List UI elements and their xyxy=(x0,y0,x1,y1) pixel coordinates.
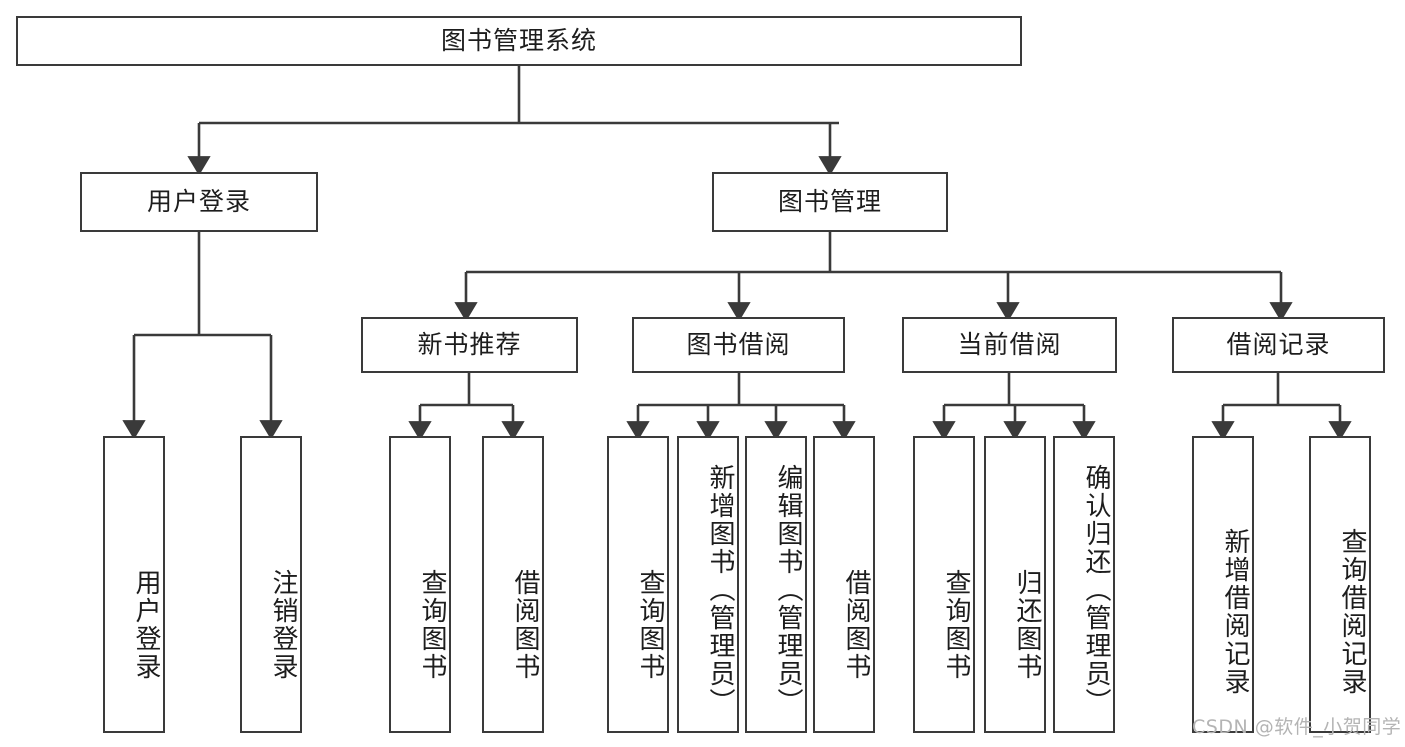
node-user-login[interactable]: 用户登录 xyxy=(80,172,318,232)
node-borrow-record[interactable]: 借阅记录 xyxy=(1172,317,1385,373)
leaf-query-book-borrow[interactable]: 查询图书 xyxy=(607,436,669,733)
leaf-query-borrow-record[interactable]: 查询借阅记录 xyxy=(1309,436,1371,733)
leaf-confirm-return-admin[interactable]: 确认归还（管理员） xyxy=(1053,436,1115,733)
leaf-borrow-book-newbook[interactable]: 借阅图书 xyxy=(482,436,544,733)
node-new-book-recommend[interactable]: 新书推荐 xyxy=(361,317,578,373)
leaf-return-book[interactable]: 归还图书 xyxy=(984,436,1046,733)
leaf-query-book-newbook[interactable]: 查询图书 xyxy=(389,436,451,733)
csdn-watermark: CSDN @软件_小贺同学 xyxy=(1192,716,1402,738)
node-book-manage[interactable]: 图书管理 xyxy=(712,172,948,232)
leaf-add-borrow-record[interactable]: 新增借阅记录 xyxy=(1192,436,1254,733)
leaf-borrow-book[interactable]: 借阅图书 xyxy=(813,436,875,733)
leaf-edit-book-admin[interactable]: 编辑图书（管理员） xyxy=(745,436,807,733)
node-book-borrow[interactable]: 图书借阅 xyxy=(632,317,845,373)
leaf-query-book-current[interactable]: 查询图书 xyxy=(913,436,975,733)
node-current-borrow[interactable]: 当前借阅 xyxy=(902,317,1117,373)
leaf-add-book-admin[interactable]: 新增图书（管理员） xyxy=(677,436,739,733)
leaf-logout[interactable]: 注销登录 xyxy=(240,436,302,733)
leaf-user-login[interactable]: 用户登录 xyxy=(103,436,165,733)
node-root[interactable]: 图书管理系统 xyxy=(16,16,1022,66)
